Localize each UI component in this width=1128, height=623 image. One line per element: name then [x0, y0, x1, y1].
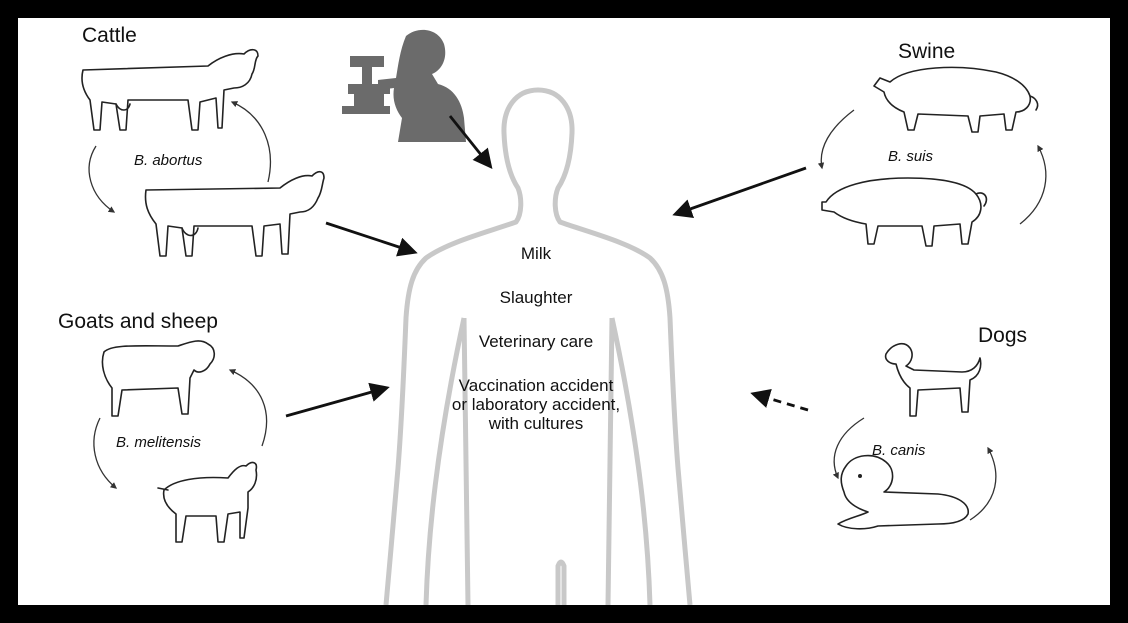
- route-vaccination-line1: Vaccination accident: [406, 376, 666, 395]
- cow-icon: [145, 172, 324, 256]
- group-label-cattle: Cattle: [82, 24, 137, 48]
- group-label-swine: Swine: [898, 40, 955, 64]
- goats-sheep-cycle-arrows: [94, 370, 267, 488]
- group-label-dogs: Dogs: [978, 324, 1027, 348]
- cow-icon: [82, 50, 258, 130]
- species-label-abortus: B. abortus: [134, 152, 202, 169]
- dog-icon: [886, 344, 981, 416]
- species-label-canis: B. canis: [872, 442, 925, 459]
- dogs-cycle-arrows: [834, 418, 996, 520]
- pig-icon: [822, 178, 986, 246]
- species-label-melitensis: B. melitensis: [116, 434, 201, 451]
- sheep-icon: [102, 341, 214, 416]
- dog-icon: [838, 456, 968, 529]
- species-label-suis: B. suis: [888, 148, 933, 165]
- group-label-goats-sheep: Goats and sheep: [58, 310, 218, 334]
- route-slaughter: Slaughter: [416, 288, 656, 307]
- route-vaccination-line2: or laboratory accident,: [406, 395, 666, 414]
- scientist-silhouette-icon: [342, 30, 466, 142]
- route-milk: Milk: [416, 244, 656, 263]
- route-veterinary-care: Veterinary care: [416, 332, 656, 351]
- transmission-arrows: [286, 116, 808, 416]
- goat-icon: [158, 463, 257, 542]
- route-vaccination-line3: with cultures: [406, 414, 666, 433]
- brucellosis-transmission-diagram: Cattle B. abortus Swine B. suis Goats an…: [18, 18, 1110, 605]
- pig-icon: [874, 67, 1038, 132]
